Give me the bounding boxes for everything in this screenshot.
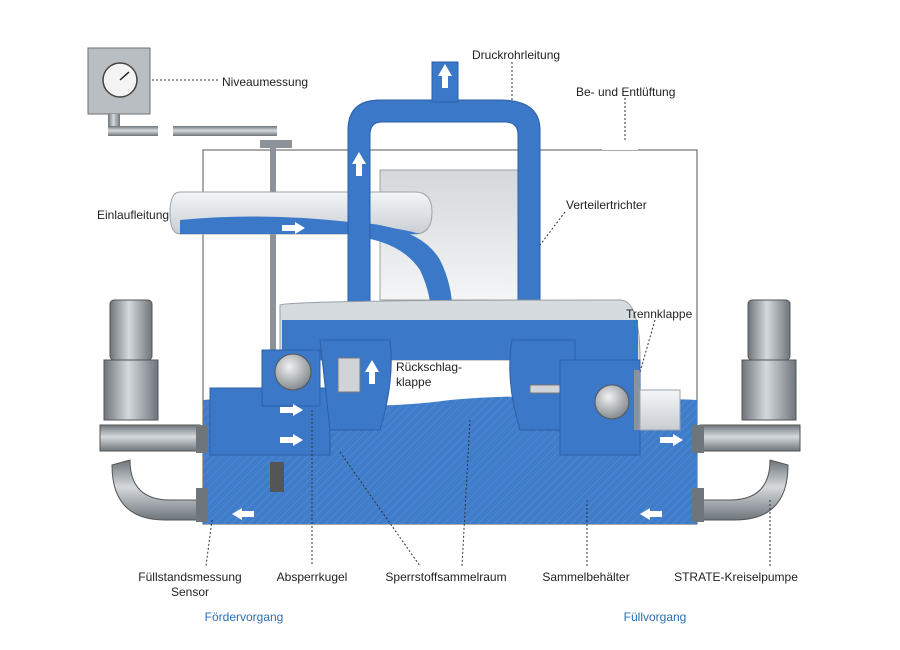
label-druckrohrleitung: Druckrohrleitung xyxy=(472,48,561,62)
shutoff-ball-left xyxy=(274,353,312,391)
label-sammelbehaelter: Sammelbehälter xyxy=(542,570,630,584)
label-einlaufleitung: Einlaufleitung xyxy=(97,208,170,222)
label-kreiselpumpe: STRATE-Kreiselpumpe xyxy=(674,570,798,584)
label-rueckschlagklappe-line2: klappe xyxy=(396,375,432,389)
label-rueckschlagklappe-line1: Rückschlag- xyxy=(396,360,463,374)
level-probe-rod xyxy=(270,148,276,358)
leader-lines xyxy=(152,62,771,567)
level-sensor xyxy=(270,462,284,492)
label-sensor: Sensor xyxy=(170,585,210,599)
pump-right xyxy=(692,299,801,522)
label-fuellstandsmessung: Füllstandsmessung xyxy=(138,570,242,584)
label-verteilertrichter: Verteilertrichter xyxy=(566,198,647,212)
label-absperrkugel: Absperrkugel xyxy=(276,570,348,584)
shutoff-ball-right xyxy=(594,384,630,420)
caption-fuellvorgang: Füllvorgang xyxy=(623,610,687,624)
flow-arrows xyxy=(232,152,683,520)
pump-left xyxy=(99,299,208,522)
label-be-entlueftung: Be- und Entlüftung xyxy=(576,85,676,99)
caption-foerdervorgang: Fördervorgang xyxy=(204,610,284,624)
label-sperrstoffsammelraum: Sperrstoffsammelraum xyxy=(385,570,507,584)
separator-flap xyxy=(634,370,640,430)
label-niveaumessung: Niveaumessung xyxy=(222,75,309,89)
label-trennklappe: Trennklappe xyxy=(626,307,693,321)
